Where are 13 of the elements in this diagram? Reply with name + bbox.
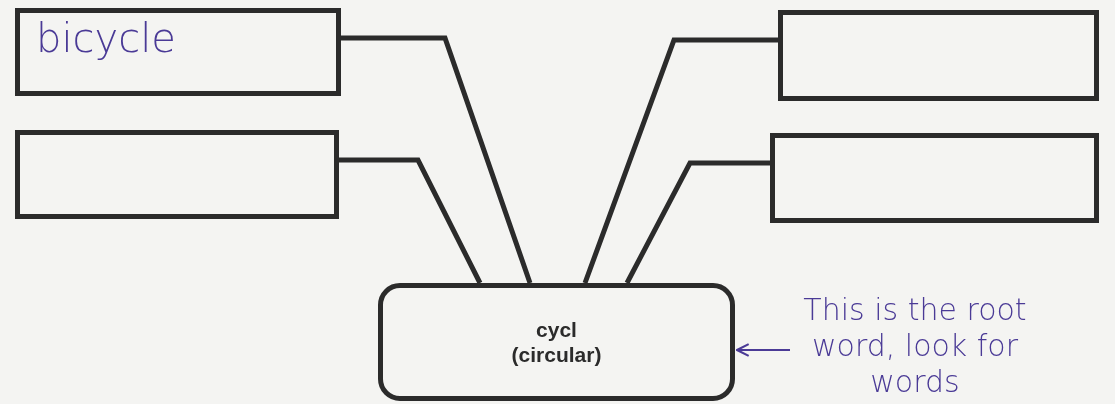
connector-line (341, 35, 533, 284)
word-text: bicycle (35, 14, 176, 61)
note-text: This is the root word, look for words (802, 292, 1028, 400)
text-box (15, 8, 341, 96)
empty-box (778, 10, 1099, 101)
empty-box (15, 130, 339, 219)
root-word-box (378, 283, 735, 401)
arrow (735, 343, 791, 357)
connector-line (624, 160, 770, 285)
root-word-text: cycl (circular) (510, 316, 603, 368)
connector-line (582, 37, 778, 284)
empty-box (770, 133, 1099, 223)
connector-line (339, 157, 483, 285)
